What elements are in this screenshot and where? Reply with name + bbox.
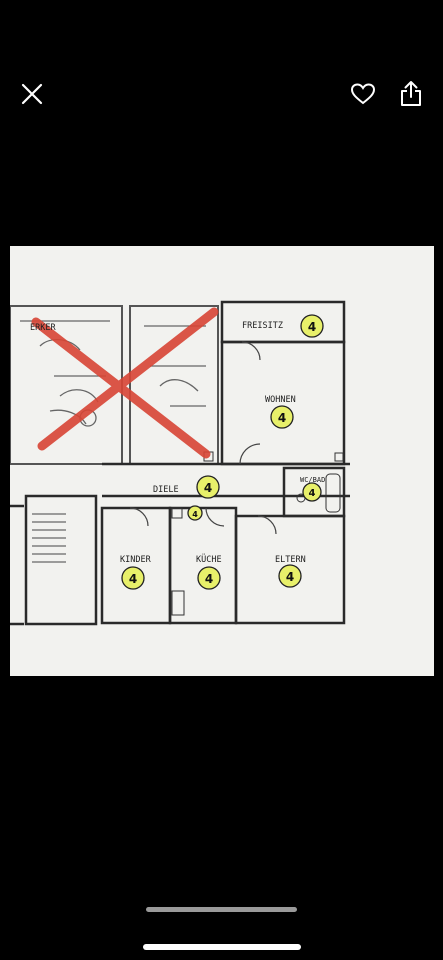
badge-freisitz-circle xyxy=(300,314,324,338)
badge-freisitz: 4 xyxy=(308,320,316,334)
share-icon xyxy=(401,81,421,106)
badge-eltern-circle xyxy=(278,564,302,588)
badge-kinder: 4 xyxy=(129,572,137,586)
home-indicator[interactable] xyxy=(143,944,301,950)
badge-diele-circle xyxy=(196,475,220,499)
floorplan-photo[interactable]: ERKER FREISITZ WOHNEN DIELE WC/BAD KINDE… xyxy=(10,246,434,676)
room-label-wohnen: WOHNEN xyxy=(265,395,296,405)
like-button[interactable] xyxy=(347,78,379,110)
badge-small-circle xyxy=(187,505,203,521)
close-button[interactable] xyxy=(16,78,48,110)
room-label-kinder: KINDER xyxy=(120,555,152,565)
floorplan-drawing: ERKER FREISITZ WOHNEN DIELE WC/BAD KINDE… xyxy=(10,246,434,676)
badge-kueche: 4 xyxy=(205,572,213,586)
room-label-kueche: KÜCHE xyxy=(196,554,222,565)
close-icon xyxy=(21,83,43,105)
badge-kinder-circle xyxy=(121,566,145,590)
badge-kueche-circle xyxy=(197,566,221,590)
room-label-freisitz: FREISITZ xyxy=(242,321,283,331)
badge-diele: 4 xyxy=(204,481,212,495)
badge-wcbad-circle xyxy=(302,482,322,502)
room-label-wcbad: WC/BAD xyxy=(300,476,325,484)
room-label-eltern: ELTERN xyxy=(275,555,306,565)
room-label-diele: DIELE xyxy=(153,485,179,495)
heart-icon xyxy=(350,83,376,105)
badge-eltern: 4 xyxy=(286,570,294,584)
badge-wohnen: 4 xyxy=(278,411,286,425)
badge-wohnen-circle xyxy=(270,405,294,429)
crossed-room-label: ERKER xyxy=(30,323,56,333)
badge-small: 4 xyxy=(192,510,198,519)
badge-wcbad: 4 xyxy=(309,488,316,499)
share-button[interactable] xyxy=(395,78,427,110)
media-scrubber[interactable] xyxy=(146,907,297,912)
